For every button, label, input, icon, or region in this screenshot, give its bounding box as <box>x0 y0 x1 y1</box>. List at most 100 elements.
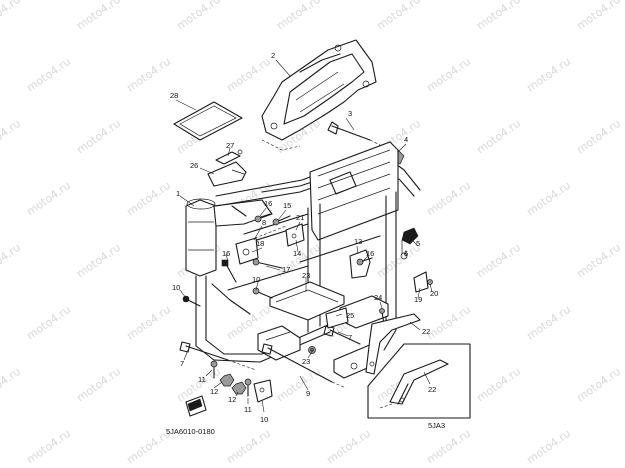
watermark-text: moto4.ru <box>24 179 73 219</box>
part-25-bracket <box>325 307 349 329</box>
callout-17: 17 <box>282 265 290 274</box>
diagram-code: 5JA6010-0180 <box>166 427 215 436</box>
callout-12a: 12 <box>210 387 218 396</box>
callout-3: 3 <box>348 109 352 118</box>
part-9-through-bolt <box>261 343 347 389</box>
callout-11a: 11 <box>198 375 206 384</box>
watermark-text: moto4.ru <box>0 117 23 157</box>
watermark-text: moto4.ru <box>124 179 173 219</box>
callout-20: 20 <box>430 289 438 298</box>
part-1-main-frame <box>185 141 421 379</box>
watermark-text: moto4.ru <box>424 303 473 343</box>
watermark-text: moto4.ru <box>24 303 73 343</box>
callout-5: 5 <box>416 239 420 248</box>
part-16b-bolt <box>356 257 373 266</box>
callout-9: 9 <box>306 389 310 398</box>
part-28-manual <box>173 101 243 141</box>
callout-27: 27 <box>226 141 234 150</box>
part-19-clip <box>413 271 429 293</box>
part-5-rubber-mount <box>401 227 419 254</box>
watermark-text: moto4.ru <box>574 365 623 405</box>
callout-23: 23 <box>302 271 310 280</box>
watermark-text: moto4.ru <box>574 117 623 157</box>
callout-25: 25 <box>346 311 354 320</box>
watermark-text: moto4.ru <box>274 0 323 32</box>
callout-10b: 10 <box>252 275 260 284</box>
part-10c-bracket <box>253 379 273 403</box>
watermark-text: moto4.ru <box>124 55 173 95</box>
callout-12b: 12 <box>228 395 236 404</box>
watermark-text: moto4.ru <box>0 365 23 405</box>
watermark-text: moto4.ru <box>474 0 523 32</box>
watermark-text: moto4.ru <box>74 365 123 405</box>
callout-11b: 11 <box>244 405 252 414</box>
watermark-text: moto4.ru <box>574 241 623 281</box>
callout-16c: 16 <box>366 249 374 258</box>
callout-10c: 10 <box>260 415 268 424</box>
inset-code: 5JA3 <box>428 421 445 430</box>
part-6-collar <box>400 252 408 260</box>
inset-5JA3-box <box>367 343 471 419</box>
callout-24: 24 <box>374 293 382 302</box>
watermark-text: moto4.ru <box>24 427 73 467</box>
part-8-bolt <box>221 259 237 283</box>
watermark-text: moto4.ru <box>74 117 123 157</box>
callout-labels: 2 28 3 4 27 26 1 15 16 21 8 14 18 16 17 … <box>166 51 445 436</box>
part-12b-nut <box>231 381 247 395</box>
watermark-text: moto4.ru <box>124 303 173 343</box>
watermark-text: moto4.ru <box>374 0 423 32</box>
callout-16a: 16 <box>264 199 272 208</box>
watermark-text: moto4.ru <box>74 241 123 281</box>
callout-16b: 16 <box>222 249 230 258</box>
part-7-long-bolt-left <box>179 341 257 371</box>
part-10-bolt-center <box>252 287 273 299</box>
part-18-bracket <box>235 237 259 265</box>
part-16-bolt <box>254 213 271 223</box>
callout-23b: 23 <box>302 357 310 366</box>
watermark-text: moto4.ru <box>474 365 523 405</box>
part-11b-bolt <box>244 378 252 397</box>
callout-22a: 22 <box>422 327 430 336</box>
watermark-text: moto4.ru <box>224 427 273 467</box>
callout-13: 13 <box>354 237 362 246</box>
watermark-text: moto4.ru <box>524 179 573 219</box>
watermark-text: moto4.ru <box>524 427 573 467</box>
part-27-clip <box>215 149 243 165</box>
watermark-text: moto4.ru <box>74 0 123 32</box>
callout-22b: 22 <box>428 385 436 394</box>
watermark-text: moto4.ru <box>474 117 523 157</box>
part-17-bolt <box>252 258 283 269</box>
callout-26: 26 <box>190 161 198 170</box>
part-11-bolt <box>210 360 218 379</box>
part-15-bolt <box>272 215 291 226</box>
watermark-text: moto4.ru <box>274 241 323 281</box>
callout-6: 6 <box>404 249 408 258</box>
callout-15: 15 <box>283 201 291 210</box>
part-3-bolt <box>327 121 387 149</box>
callout-8: 8 <box>262 218 266 227</box>
part-14-bracket <box>285 223 305 247</box>
callout-10a: 10 <box>172 283 180 292</box>
watermark-text: moto4.ru <box>0 241 23 281</box>
part-12-nut <box>219 373 235 387</box>
watermark-text: moto4.ru <box>324 427 373 467</box>
callout-18: 18 <box>256 239 264 248</box>
callout-21: 21 <box>296 213 304 222</box>
watermark-text: moto4.ru <box>424 427 473 467</box>
watermark-text: moto4.ru <box>174 0 223 32</box>
watermark-text: moto4.ru <box>524 303 573 343</box>
part-23-washer <box>308 346 316 354</box>
callout-4: 4 <box>404 135 408 144</box>
callout-19: 19 <box>414 295 422 304</box>
watermark-text: moto4.ru <box>24 55 73 95</box>
watermark-text: moto4.ru <box>424 55 473 95</box>
callout-1: 1 <box>176 189 180 198</box>
part-2-rear-bracket <box>261 39 377 151</box>
callout-7b: 7 <box>348 333 352 342</box>
callout-2: 2 <box>271 51 275 60</box>
watermark-text: moto4.ru <box>224 55 273 95</box>
part-10-bolt-left <box>182 295 201 307</box>
leader-lines <box>175 59 433 413</box>
